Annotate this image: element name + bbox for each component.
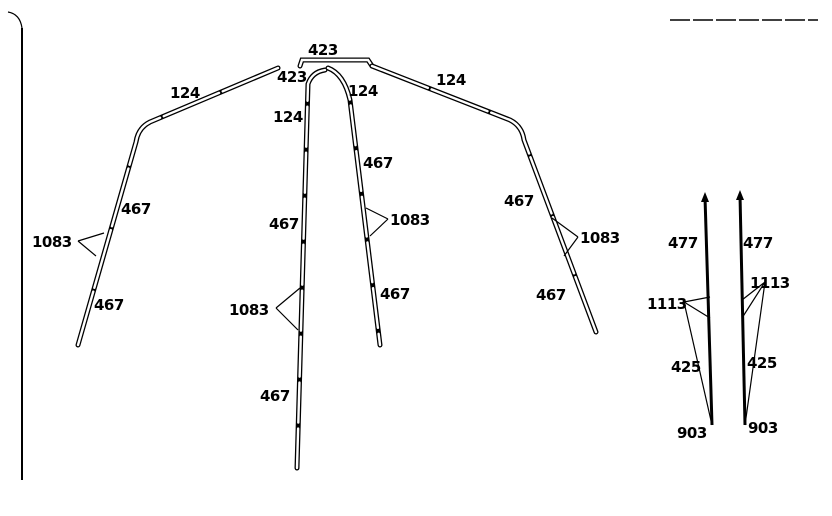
label-124: 124 xyxy=(436,71,466,89)
label-467: 467 xyxy=(504,192,534,210)
rod-left xyxy=(703,196,714,426)
label-467: 467 xyxy=(269,215,299,233)
label-1113: 1113 xyxy=(647,295,687,313)
rod-left-tip xyxy=(701,192,709,202)
label-467: 467 xyxy=(94,296,124,314)
label-124: 124 xyxy=(170,84,200,102)
label-1083: 1083 xyxy=(580,229,620,247)
label-467: 467 xyxy=(260,387,290,405)
corner-mark xyxy=(7,11,23,29)
label-903: 903 xyxy=(677,424,707,442)
rod-right xyxy=(738,194,747,426)
label-423: 423 xyxy=(277,68,307,86)
label-1083: 1083 xyxy=(390,211,430,229)
right-frame-tube xyxy=(369,63,599,335)
label-467: 467 xyxy=(363,154,393,172)
label-1083: 1083 xyxy=(229,301,269,319)
label-124: 124 xyxy=(348,82,378,100)
leader-lines xyxy=(77,207,766,426)
label-1083: 1083 xyxy=(32,233,72,251)
part-labels: 423 423 124 124 124 124 467 467 1083 467… xyxy=(32,41,790,442)
label-423-top: 423 xyxy=(308,41,338,59)
label-477: 477 xyxy=(668,234,698,252)
label-477: 477 xyxy=(743,234,773,252)
rod-right-tip xyxy=(736,190,744,200)
label-903: 903 xyxy=(748,419,778,437)
label-467: 467 xyxy=(121,200,151,218)
label-467: 467 xyxy=(380,285,410,303)
label-425: 425 xyxy=(671,358,701,376)
label-124: 124 xyxy=(273,108,303,126)
center-right-tube xyxy=(325,65,383,348)
label-425: 425 xyxy=(747,354,777,372)
label-467: 467 xyxy=(536,286,566,304)
left-frame-tube xyxy=(75,65,281,348)
label-1113: 1113 xyxy=(750,274,790,292)
top-bar-part xyxy=(297,57,375,69)
center-left-tube xyxy=(294,67,328,471)
